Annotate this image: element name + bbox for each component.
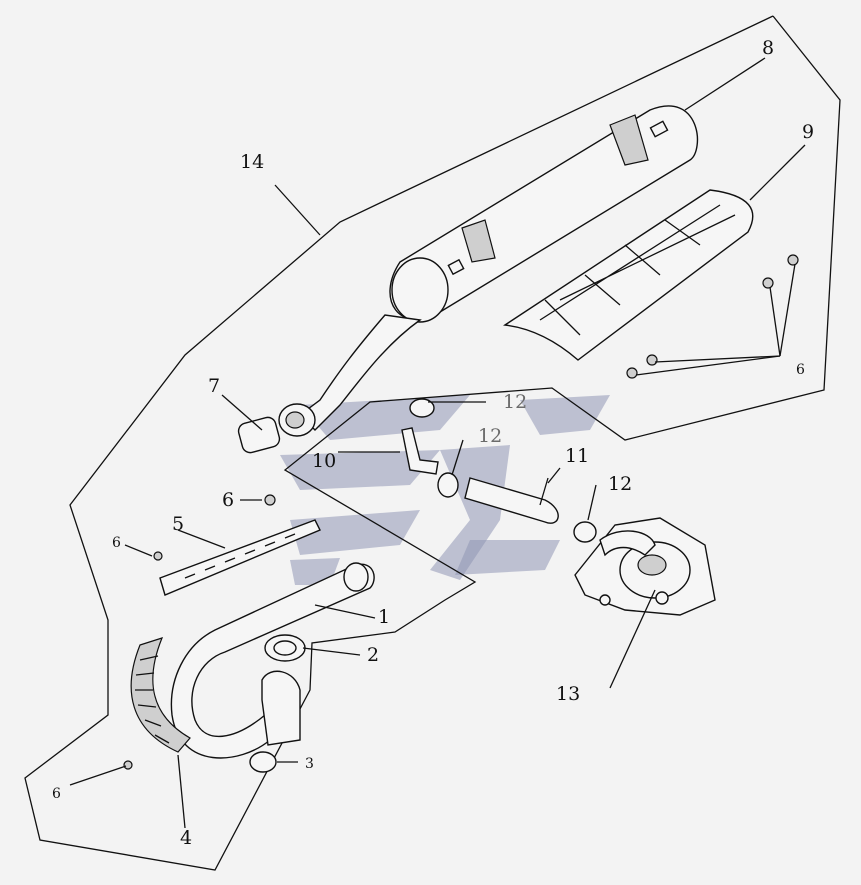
hose-clips bbox=[409, 398, 597, 543]
leader-lines bbox=[69, 57, 806, 829]
callout-12-top: 12 bbox=[503, 391, 527, 413]
lower-heat-shield bbox=[130, 637, 191, 753]
callout-3: 3 bbox=[305, 756, 314, 772]
callout-2: 2 bbox=[367, 644, 379, 666]
callout-11: 11 bbox=[565, 445, 589, 467]
callout-13: 13 bbox=[556, 683, 580, 705]
bolts bbox=[123, 254, 799, 770]
clamp-ring bbox=[237, 403, 316, 454]
heat-shield bbox=[503, 189, 754, 361]
heat-guard-plate bbox=[159, 519, 321, 596]
callout-12-right: 12 bbox=[608, 473, 632, 495]
hoses bbox=[401, 427, 559, 524]
callout-4: 4 bbox=[180, 827, 192, 849]
callout-6-bottom: 6 bbox=[52, 786, 61, 802]
assembly-outline bbox=[24, 15, 841, 871]
callout-7: 7 bbox=[208, 375, 220, 397]
callout-14: 14 bbox=[240, 151, 264, 173]
callout-10: 10 bbox=[312, 450, 336, 472]
gasket bbox=[264, 634, 306, 662]
muffler bbox=[389, 105, 699, 323]
callout-8: 8 bbox=[762, 37, 774, 59]
air-valve bbox=[574, 517, 716, 616]
callout-6-mid: 6 bbox=[222, 489, 234, 511]
callout-5: 5 bbox=[172, 513, 184, 535]
callout-9: 9 bbox=[802, 121, 814, 143]
exhaust-pipe bbox=[170, 562, 375, 759]
callout-6-left: 6 bbox=[112, 535, 121, 551]
cap-nut bbox=[249, 751, 277, 773]
callout-6-right: 6 bbox=[796, 362, 805, 378]
callout-12-mid: 12 bbox=[478, 425, 502, 447]
callout-1: 1 bbox=[378, 606, 390, 628]
